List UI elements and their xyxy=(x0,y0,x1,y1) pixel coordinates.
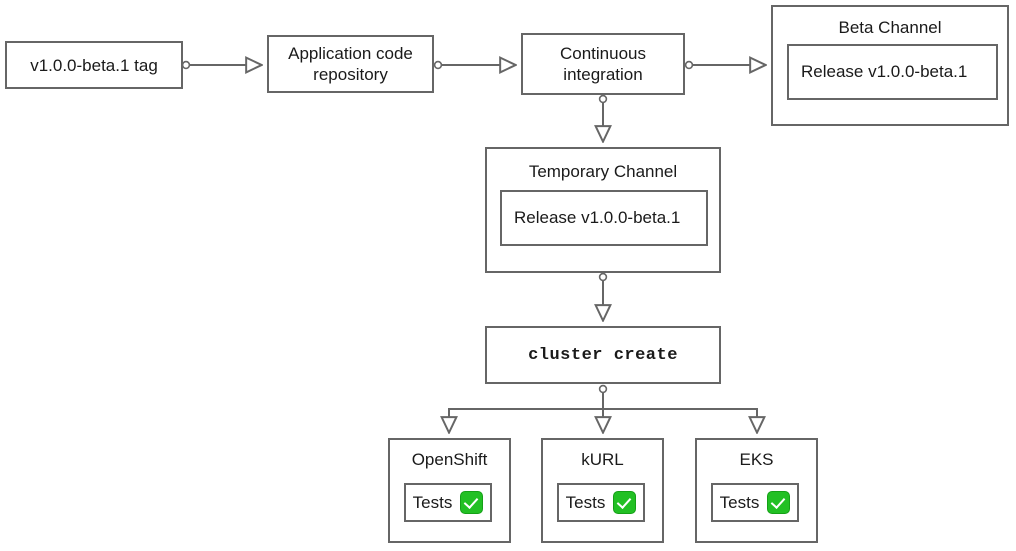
edge-source-dot-ci-right xyxy=(684,60,694,70)
beta-channel-title: Beta Channel xyxy=(838,18,942,37)
check-mark-button-icon xyxy=(460,491,484,514)
node-openshift[interactable]: OpenShift Tests xyxy=(388,438,511,543)
node-application-code-repository[interactable]: Application code repository xyxy=(267,35,434,93)
kurl-tests-label: Tests xyxy=(565,492,606,512)
kurl-title: kURL xyxy=(581,450,624,469)
edge-source-dot-tag xyxy=(181,60,191,70)
node-cluster-create[interactable]: cluster create xyxy=(485,326,721,384)
check-mark-button-icon xyxy=(613,491,637,514)
node-eks[interactable]: EKS Tests xyxy=(695,438,818,543)
edge-source-dot-ci-bottom xyxy=(598,94,608,104)
temporary-channel-title: Temporary Channel xyxy=(528,162,678,181)
openshift-tests-label: Tests xyxy=(412,492,453,512)
node-tag-label: v1.0.0-beta.1 tag xyxy=(30,55,158,75)
node-continuous-integration-label: Continuous integration xyxy=(559,44,646,84)
node-kurl[interactable]: kURL Tests xyxy=(541,438,664,543)
edge-source-dot-cluster-create xyxy=(598,384,608,394)
edge-source-dot-repo xyxy=(433,60,443,70)
node-tag[interactable]: v1.0.0-beta.1 tag xyxy=(5,41,183,89)
kurl-tests-box[interactable]: Tests xyxy=(557,483,645,522)
beta-channel-release-label: Release v1.0.0-beta.1 xyxy=(801,62,968,81)
temporary-channel-release-box[interactable]: Release v1.0.0-beta.1 xyxy=(500,190,708,246)
node-cluster-create-label: cluster create xyxy=(528,345,678,365)
openshift-tests-box[interactable]: Tests xyxy=(404,483,492,522)
check-mark-button-icon xyxy=(767,491,791,514)
node-temporary-channel[interactable]: Temporary Channel Release v1.0.0-beta.1 xyxy=(485,147,721,273)
node-beta-channel[interactable]: Beta Channel Release v1.0.0-beta.1 xyxy=(771,5,1009,126)
openshift-title: OpenShift xyxy=(411,450,488,469)
node-continuous-integration[interactable]: Continuous integration xyxy=(521,33,685,95)
node-application-code-repository-label: Application code repository xyxy=(288,44,413,84)
temporary-channel-release-label: Release v1.0.0-beta.1 xyxy=(514,208,681,227)
edge-cluster-create-to-openshift xyxy=(449,408,603,433)
eks-title: EKS xyxy=(739,450,774,469)
eks-tests-label: Tests xyxy=(719,492,760,512)
eks-tests-box[interactable]: Tests xyxy=(711,483,799,522)
beta-channel-release-box[interactable]: Release v1.0.0-beta.1 xyxy=(787,44,998,100)
edge-source-dot-temporary-channel xyxy=(598,272,608,282)
edge-cluster-create-to-eks xyxy=(603,408,757,433)
